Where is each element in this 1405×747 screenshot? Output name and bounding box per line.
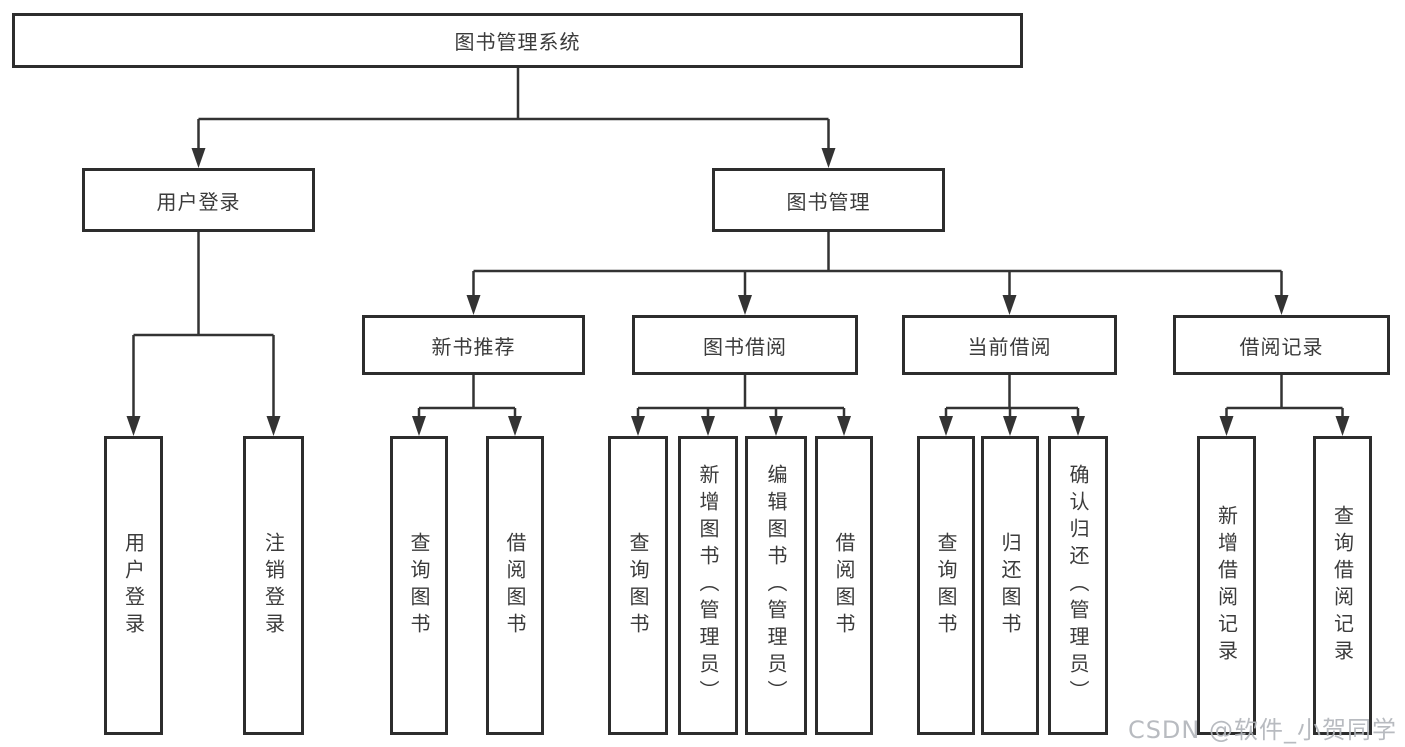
node-label: 查询图书 [934, 531, 958, 640]
node-label: 当前借阅 [967, 334, 1052, 359]
leaf-user-login: 用户登录 [104, 436, 163, 735]
arrowheads [126, 148, 1350, 436]
leaf-add-borrow-record: 新增借阅记录 [1197, 436, 1256, 735]
node-label: 确认归还（管理员） [1066, 464, 1090, 707]
node-label: 编辑图书（管理员） [764, 464, 788, 707]
leaf-edit-books-admin: 编辑图书（管理员） [745, 436, 807, 735]
node-borrowing-records: 借阅记录 [1173, 315, 1390, 375]
node-label: 查询借阅记录 [1330, 504, 1355, 667]
node-label: 注销登录 [261, 531, 286, 640]
node-label: 新增图书（管理员） [696, 464, 720, 707]
node-label: 用户登录 [156, 189, 241, 214]
leaf-logout: 注销登录 [243, 436, 304, 735]
leaf-borrow-books-recommend: 借阅图书 [486, 436, 544, 735]
leaf-confirm-return-admin: 确认归还（管理员） [1048, 436, 1108, 735]
node-label: 查询图书 [407, 531, 431, 640]
node-label: 借阅图书 [503, 531, 527, 640]
node-label: 图书管理 [786, 189, 871, 214]
node-book-management: 图书管理 [712, 168, 945, 232]
leaf-borrow-books: 借阅图书 [815, 436, 873, 735]
leaf-query-books-current: 查询图书 [917, 436, 975, 735]
leaf-add-books-admin: 新增图书（管理员） [678, 436, 738, 735]
leaf-query-books-recommend: 查询图书 [390, 436, 448, 735]
node-label: 用户登录 [121, 531, 146, 640]
node-root-label: 图书管理系统 [454, 30, 581, 54]
node-label: 图书借阅 [703, 334, 787, 359]
node-user-login-group: 用户登录 [82, 168, 315, 232]
csdn-watermark: CSDN @软件_小贺同学 [1127, 716, 1397, 744]
node-current-borrowing: 当前借阅 [902, 315, 1117, 375]
node-label: 新书推荐 [431, 334, 516, 359]
node-root: 图书管理系统 [12, 13, 1023, 68]
node-label: 归还图书 [998, 531, 1022, 640]
node-label: 借阅图书 [832, 531, 856, 640]
leaf-query-borrow-record: 查询借阅记录 [1313, 436, 1372, 735]
leaf-query-books-borrowing: 查询图书 [608, 436, 668, 735]
node-new-book-recommend: 新书推荐 [362, 315, 585, 375]
node-label: 借阅记录 [1239, 334, 1324, 359]
node-label: 查询图书 [626, 531, 650, 640]
leaf-return-books: 归还图书 [981, 436, 1039, 735]
node-label: 新增借阅记录 [1214, 504, 1239, 667]
node-book-borrowing: 图书借阅 [632, 315, 858, 375]
